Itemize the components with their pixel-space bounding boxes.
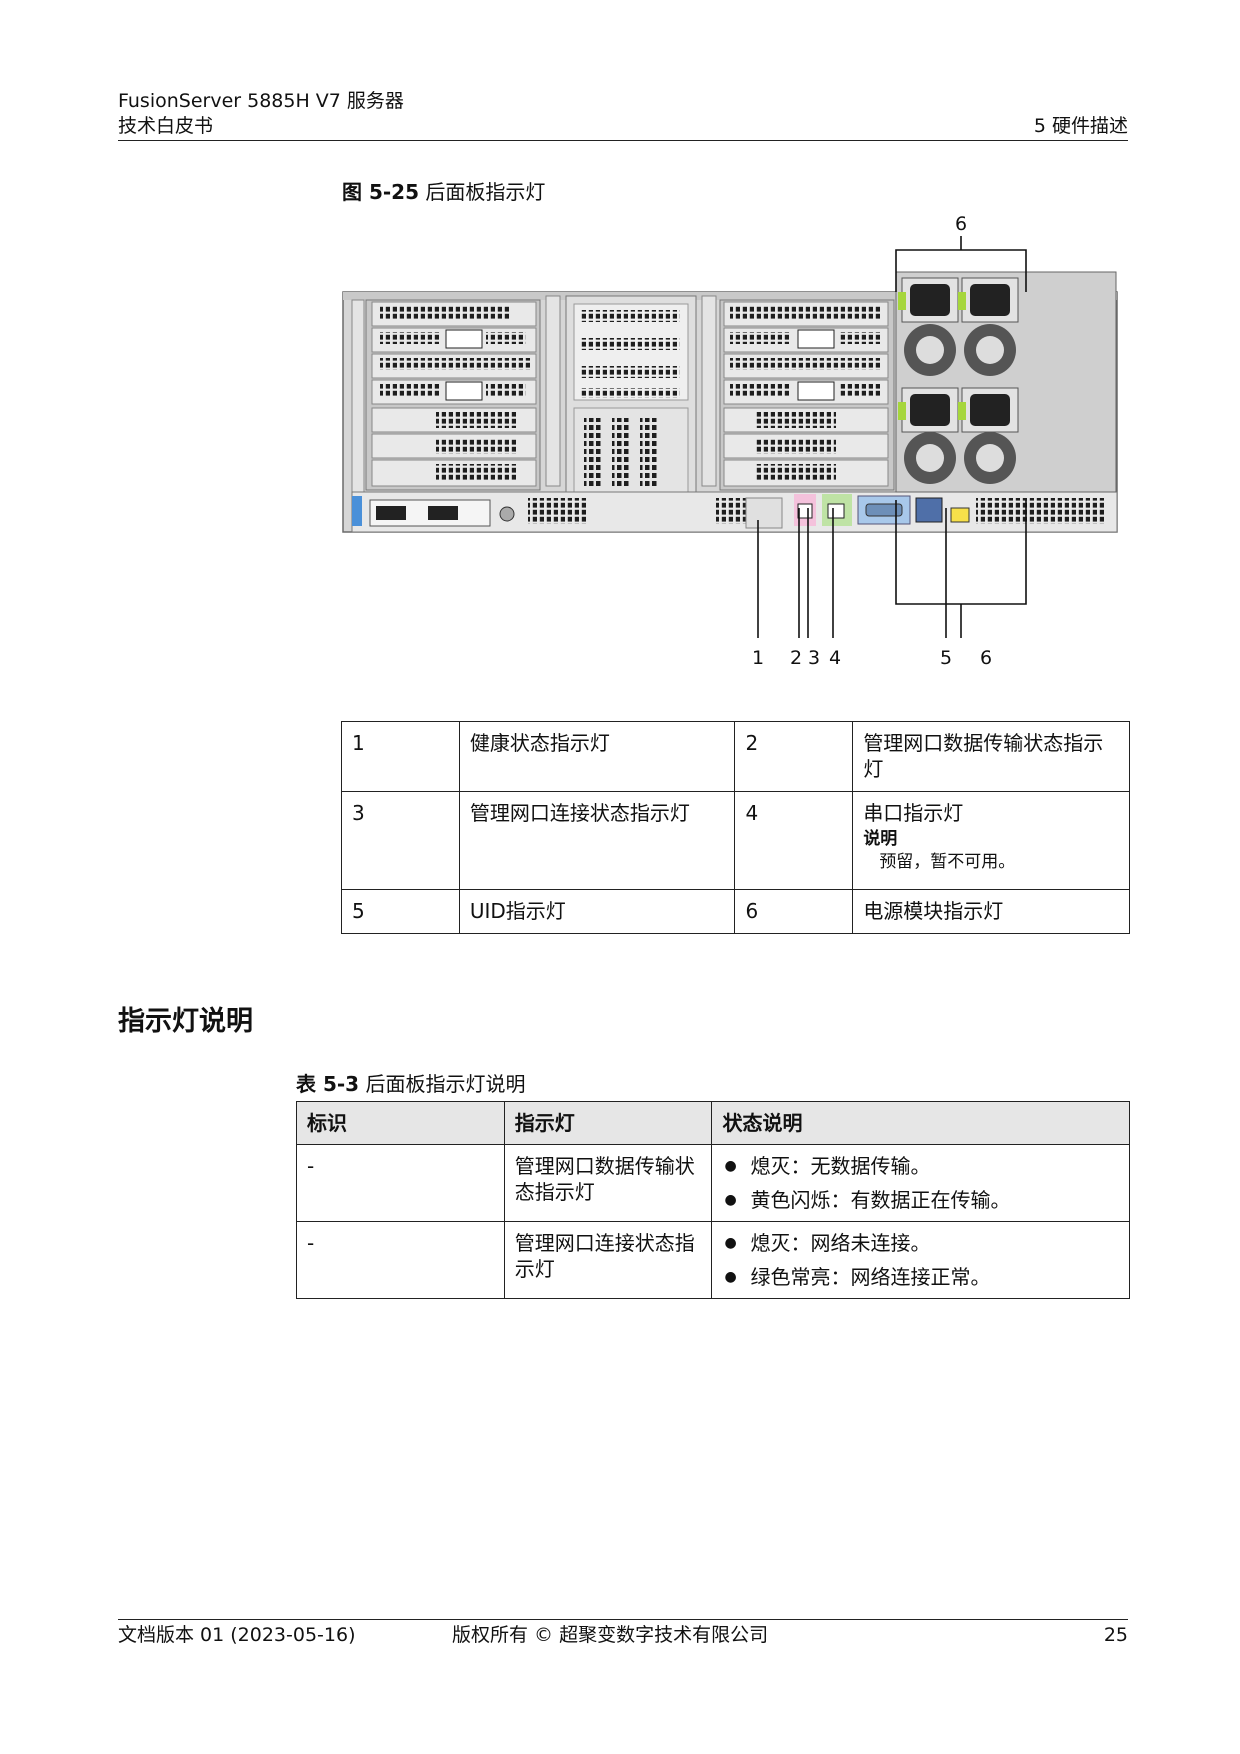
legend-label: 电源模块指示灯 xyxy=(852,889,1130,934)
io-strip xyxy=(351,491,1118,533)
cell-states: 熄灭：网络未连接。 绿色常亮：网络连接正常。 xyxy=(711,1221,1130,1299)
legend-cell-with-note: 串口指示灯 说明 预留，暂不可用。 xyxy=(852,791,1130,890)
cell-id: - xyxy=(296,1221,505,1299)
legend-number: 3 xyxy=(341,791,460,890)
callout-2: 2 xyxy=(790,647,802,669)
header-doc-type: 技术白皮书 xyxy=(118,115,214,137)
psu-2 xyxy=(958,277,1019,376)
legend-row: 1 健康状态指示灯 2 管理网口数据传输状态指示灯 xyxy=(341,721,1130,792)
legend-number: 1 xyxy=(341,721,460,792)
legend-label: 健康状态指示灯 xyxy=(458,721,736,792)
legend-label: UID指示灯 xyxy=(458,889,736,934)
legend-number: 4 xyxy=(734,791,854,890)
rear-panel-figure: 6 1 2 3 4 5 6 xyxy=(342,213,1118,669)
section-title: 指示灯说明 xyxy=(118,1006,253,1037)
legend-label: 管理网口数据传输状态指示灯 xyxy=(852,721,1130,792)
cell-indicator: 管理网口数据传输状态指示灯 xyxy=(503,1144,713,1222)
psu-4 xyxy=(958,387,1019,484)
legend-number: 5 xyxy=(341,889,460,934)
psu-1 xyxy=(898,277,959,376)
state-item: 绿色常亮：网络连接正常。 xyxy=(722,1264,1119,1290)
table-caption: 表 5-3 后面板指示灯说明 xyxy=(296,1068,525,1097)
column-header: 指示灯 xyxy=(503,1101,713,1145)
callout-4: 4 xyxy=(829,647,841,669)
footer-version: 文档版本 01 (2023-05-16) xyxy=(118,1624,356,1646)
footer-rule xyxy=(118,1619,1128,1620)
footer-copyright: 版权所有 © 超聚变数字技术有限公司 xyxy=(452,1624,769,1646)
figure-caption: 图 5-25 后面板指示灯 xyxy=(342,176,545,205)
state-item: 熄灭：无数据传输。 xyxy=(722,1153,1119,1179)
cell-indicator: 管理网口连接状态指示灯 xyxy=(503,1221,713,1299)
legend-label: 串口指示灯 xyxy=(863,801,964,825)
table-row: - 管理网口数据传输状态指示灯 熄灭：无数据传输。 黄色闪烁：有数据正在传输。 xyxy=(296,1144,1130,1222)
pcie-slots-right xyxy=(719,299,895,491)
callout-5: 5 xyxy=(940,647,952,669)
figure-title: 后面板指示灯 xyxy=(425,180,546,204)
note-body: 预留，暂不可用。 xyxy=(879,852,1016,872)
callout-6-bottom: 6 xyxy=(980,647,992,669)
state-item: 熄灭：网络未连接。 xyxy=(722,1230,1119,1256)
figure-number: 图 5-25 xyxy=(342,180,420,204)
callout-3: 3 xyxy=(808,647,820,669)
legend-row: 3 管理网口连接状态指示灯 4 串口指示灯 说明 预留，暂不可用。 xyxy=(341,791,1130,890)
legend-label: 管理网口连接状态指示灯 xyxy=(458,791,736,890)
column-header: 标识 xyxy=(296,1101,505,1145)
cell-states: 熄灭：无数据传输。 黄色闪烁：有数据正在传输。 xyxy=(711,1144,1130,1222)
indicator-table: 标识 指示灯 状态说明 - 管理网口数据传输状态指示灯 熄灭：无数据传输。 黄色… xyxy=(296,1101,1130,1299)
header-rule xyxy=(118,140,1128,141)
pcie-slots-center xyxy=(545,295,717,493)
state-item: 黄色闪烁：有数据正在传输。 xyxy=(722,1187,1119,1213)
table-number: 表 5-3 xyxy=(296,1072,360,1096)
table-header-row: 标识 指示灯 状态说明 xyxy=(296,1101,1130,1145)
callout-lines xyxy=(757,236,1027,638)
psu-3 xyxy=(898,387,959,484)
power-supplies xyxy=(895,271,1117,493)
cell-id: - xyxy=(296,1144,505,1222)
header-chapter: 5 硬件描述 xyxy=(1033,115,1128,137)
column-header: 状态说明 xyxy=(711,1101,1130,1145)
callout-6-top: 6 xyxy=(955,213,967,235)
table-title: 后面板指示灯说明 xyxy=(365,1072,526,1096)
legend-row: 5 UID指示灯 6 电源模块指示灯 xyxy=(341,889,1130,934)
note-title: 说明 xyxy=(863,829,898,849)
legend-number: 6 xyxy=(734,889,854,934)
legend-table: 1 健康状态指示灯 2 管理网口数据传输状态指示灯 3 管理网口连接状态指示灯 … xyxy=(341,721,1130,934)
legend-number: 2 xyxy=(734,721,854,792)
callout-1: 1 xyxy=(752,647,764,669)
pcie-slots-left xyxy=(351,299,541,497)
table-row: - 管理网口连接状态指示灯 熄灭：网络未连接。 绿色常亮：网络连接正常。 xyxy=(296,1221,1130,1299)
footer-page-number: 25 xyxy=(1103,1624,1128,1646)
header-product: FusionServer 5885H V7 服务器 xyxy=(118,90,404,112)
